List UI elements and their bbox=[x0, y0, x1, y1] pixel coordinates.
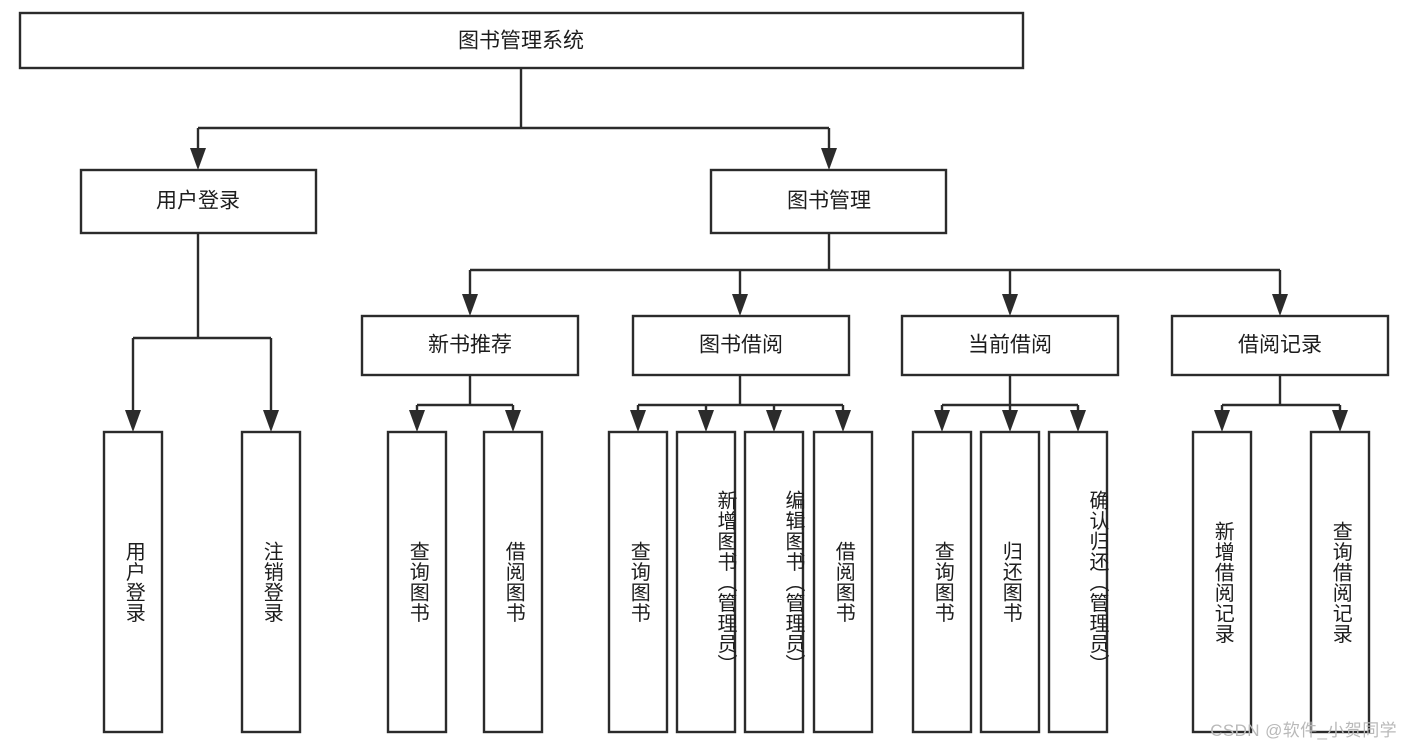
arrow-head-leaf-nb-0 bbox=[409, 410, 425, 432]
arrow-head-leaf-cb-2 bbox=[1070, 410, 1086, 432]
node-book-borrow-label: 图书借阅 bbox=[699, 334, 783, 357]
node-user-login[interactable]: 用户登录 bbox=[79, 168, 318, 235]
node-current-borrow-box[interactable] bbox=[900, 314, 1120, 377]
node-borrow-record[interactable]: 借阅记录 bbox=[1170, 314, 1390, 377]
connector-borrowrecord-to-leaves bbox=[1214, 375, 1348, 432]
arrow-head-borrow-record bbox=[1272, 294, 1288, 316]
node-book-manage-box[interactable] bbox=[709, 168, 948, 235]
leaf-box-book-borrow-0[interactable] bbox=[607, 430, 669, 734]
arrow-head-book-borrow bbox=[732, 294, 748, 316]
leaf-box-current-borrow-1[interactable] bbox=[979, 430, 1041, 734]
node-book-manage[interactable]: 图书管理 bbox=[709, 168, 948, 235]
arrow-head-leaf-br-0 bbox=[1214, 410, 1230, 432]
arrow-head-leaf-bb-2 bbox=[766, 410, 782, 432]
node-current-borrow[interactable]: 当前借阅 bbox=[900, 314, 1120, 377]
arrow-head-new-book bbox=[462, 294, 478, 316]
leaf-box-new-book-1[interactable] bbox=[482, 430, 544, 734]
node-book-manage-label: 图书管理 bbox=[787, 190, 871, 213]
arrow-head-leaf-nb-1 bbox=[505, 410, 521, 432]
arrow-head-leaf-bb-0 bbox=[630, 410, 646, 432]
node-root[interactable]: 图书管理系统 bbox=[18, 11, 1025, 70]
node-user-login-label: 用户登录 bbox=[156, 190, 240, 213]
leaf-box-borrow-record-0[interactable] bbox=[1191, 430, 1253, 734]
connector-userlogin-to-leaves bbox=[125, 233, 279, 432]
arrow-head-leaf-cb-0 bbox=[934, 410, 950, 432]
arrow-head-user-login bbox=[190, 148, 206, 170]
leaf-box-user-login-0[interactable] bbox=[102, 430, 164, 734]
node-new-book-recommend-box[interactable] bbox=[360, 314, 580, 377]
arrow-head-leaf-bb-1 bbox=[698, 410, 714, 432]
node-root-label: 图书管理系统 bbox=[458, 30, 584, 53]
arrow-head-leaf-bb-3 bbox=[835, 410, 851, 432]
connector-root-to-level2 bbox=[190, 68, 837, 170]
node-current-borrow-label: 当前借阅 bbox=[968, 334, 1052, 357]
leaf-box-current-borrow-2[interactable] bbox=[1047, 430, 1109, 734]
node-book-borrow-box[interactable] bbox=[631, 314, 851, 377]
node-new-book-recommend-label: 新书推荐 bbox=[428, 334, 512, 357]
node-borrow-record-label: 借阅记录 bbox=[1238, 334, 1322, 357]
arrow-head-current-borrow bbox=[1002, 294, 1018, 316]
node-root-box[interactable] bbox=[18, 11, 1025, 70]
connector-bookmanage-to-level3 bbox=[462, 233, 1288, 316]
node-user-login-box[interactable] bbox=[79, 168, 318, 235]
node-book-borrow[interactable]: 图书借阅 bbox=[631, 314, 851, 377]
arrow-head-leaf-br-1 bbox=[1332, 410, 1348, 432]
arrow-head-book-manage bbox=[821, 148, 837, 170]
leaf-box-book-borrow-3[interactable] bbox=[812, 430, 874, 734]
leaf-box-borrow-record-1[interactable] bbox=[1309, 430, 1371, 734]
leaf-box-user-login-1[interactable] bbox=[240, 430, 302, 734]
leaf-box-book-borrow-2[interactable] bbox=[743, 430, 805, 734]
leaf-box-new-book-0[interactable] bbox=[386, 430, 448, 734]
node-new-book-recommend[interactable]: 新书推荐 bbox=[360, 314, 580, 377]
watermark-text: CSDN @软件_小贺同学 bbox=[1210, 721, 1397, 740]
node-borrow-record-box[interactable] bbox=[1170, 314, 1390, 377]
arrow-head-leaf-ul-0 bbox=[125, 410, 141, 432]
leaf-box-current-borrow-0[interactable] bbox=[911, 430, 973, 734]
arrow-head-leaf-cb-1 bbox=[1002, 410, 1018, 432]
connector-bookborrow-to-leaves bbox=[630, 375, 851, 432]
leaf-box-book-borrow-1[interactable] bbox=[675, 430, 737, 734]
connector-currentborrow-to-leaves bbox=[934, 375, 1086, 432]
arrow-head-leaf-ul-1 bbox=[263, 410, 279, 432]
connector-newbook-to-leaves bbox=[409, 375, 521, 432]
